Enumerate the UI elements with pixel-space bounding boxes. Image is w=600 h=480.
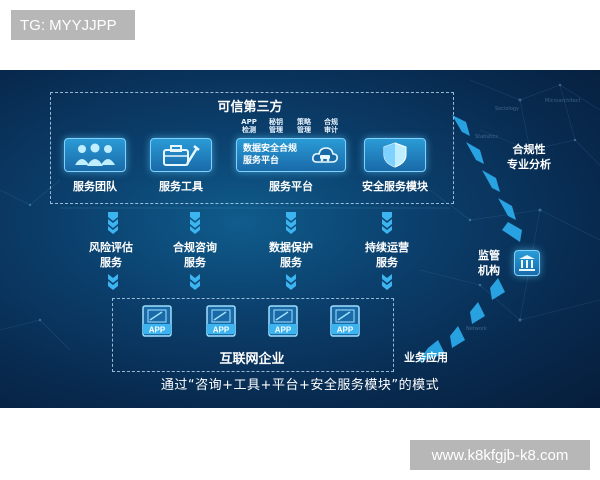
trusted-title: 可信第三方 bbox=[217, 100, 283, 115]
app-icon: APP bbox=[142, 305, 172, 337]
svg-text:APP: APP bbox=[275, 326, 292, 335]
mini-label-compliance-audit: 合规审计 bbox=[324, 118, 338, 134]
diagram-panel: Sociology Microarchitect Statistics Netw… bbox=[0, 70, 600, 408]
institution-icon bbox=[519, 255, 535, 271]
diagonal-arrow-chain-bottom bbox=[418, 278, 505, 362]
trusted-third-party-box bbox=[50, 92, 454, 204]
module-label-tools: 服务工具 bbox=[159, 180, 203, 193]
internet-enterprise-box bbox=[112, 298, 394, 372]
shield-icon bbox=[383, 142, 407, 168]
bg-word: Network bbox=[466, 326, 487, 332]
mini-label-policy-mgmt: 策略管理 bbox=[297, 118, 311, 134]
bg-word: Microarchitect bbox=[545, 98, 581, 104]
regulator-label: 监管机构 bbox=[478, 249, 500, 277]
bg-word: Sociology bbox=[495, 106, 520, 112]
background-network bbox=[0, 79, 600, 362]
down-arrow-icon bbox=[382, 274, 392, 290]
svg-text:APP: APP bbox=[149, 326, 166, 335]
diagonal-arrow-chain-top bbox=[452, 115, 522, 242]
team-icon bbox=[75, 143, 115, 166]
action-continuous-operation: 持续运营服务 bbox=[365, 241, 409, 269]
regulator-card bbox=[514, 250, 540, 276]
down-arrow-icon bbox=[108, 212, 118, 234]
tools-card bbox=[150, 138, 212, 172]
app-icon: APP bbox=[206, 305, 236, 337]
down-arrow-icon bbox=[108, 274, 118, 290]
action-compliance-consulting: 合规咨询服务 bbox=[173, 241, 217, 269]
watermark-bottom: www.k8kfgjb-k8.com bbox=[410, 440, 590, 470]
platform-card-text: 数据安全合规 服务平台 bbox=[243, 144, 298, 166]
cloud-car-icon bbox=[312, 147, 338, 163]
action-risk-assessment: 风险评估服务 bbox=[89, 241, 133, 269]
svg-text:APP: APP bbox=[337, 326, 354, 335]
down-arrow-icon bbox=[286, 212, 296, 234]
module-label-platform: 服务平台 bbox=[269, 180, 313, 193]
module-label-security: 安全服务模块 bbox=[362, 180, 428, 193]
toolbox-icon bbox=[163, 145, 200, 166]
down-arrow-icon bbox=[382, 212, 392, 234]
svg-text:APP: APP bbox=[213, 326, 230, 335]
mini-label-key-mgmt: 秘钥管理 bbox=[269, 118, 283, 134]
watermark-top: TG: MYYJJPP bbox=[11, 10, 135, 40]
security-card bbox=[364, 138, 426, 172]
down-arrow-icon bbox=[286, 274, 296, 290]
down-arrow-icon bbox=[190, 274, 200, 290]
business-application-label: 业务应用 bbox=[404, 351, 448, 364]
app-icon: APP bbox=[330, 305, 360, 337]
enterprise-title: 互联网企业 bbox=[219, 352, 285, 367]
team-card bbox=[64, 138, 126, 172]
bg-word: Statistics bbox=[475, 134, 498, 140]
platform-card: 数据安全合规 服务平台 bbox=[236, 138, 346, 172]
compliance-analysis-label: 合规性专业分析 bbox=[507, 143, 551, 171]
down-arrow-icon bbox=[190, 212, 200, 234]
action-data-protection: 数据保护服务 bbox=[269, 241, 313, 269]
module-label-team: 服务团队 bbox=[73, 180, 117, 193]
caption: 通过“咨询+工具+平台+安全服务模块”的模式 bbox=[160, 378, 440, 393]
app-icon: APP bbox=[268, 305, 298, 337]
